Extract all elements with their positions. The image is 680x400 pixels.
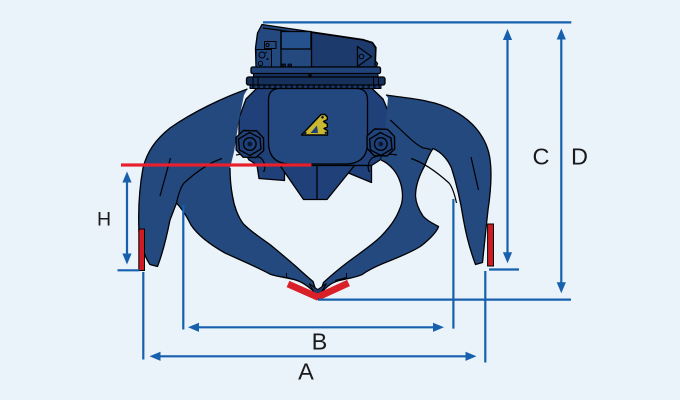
svg-text:B: B (312, 329, 328, 355)
svg-text:A: A (298, 359, 314, 385)
svg-text:H: H (97, 208, 111, 230)
svg-text:C: C (533, 144, 550, 170)
svg-text:D: D (571, 144, 588, 170)
